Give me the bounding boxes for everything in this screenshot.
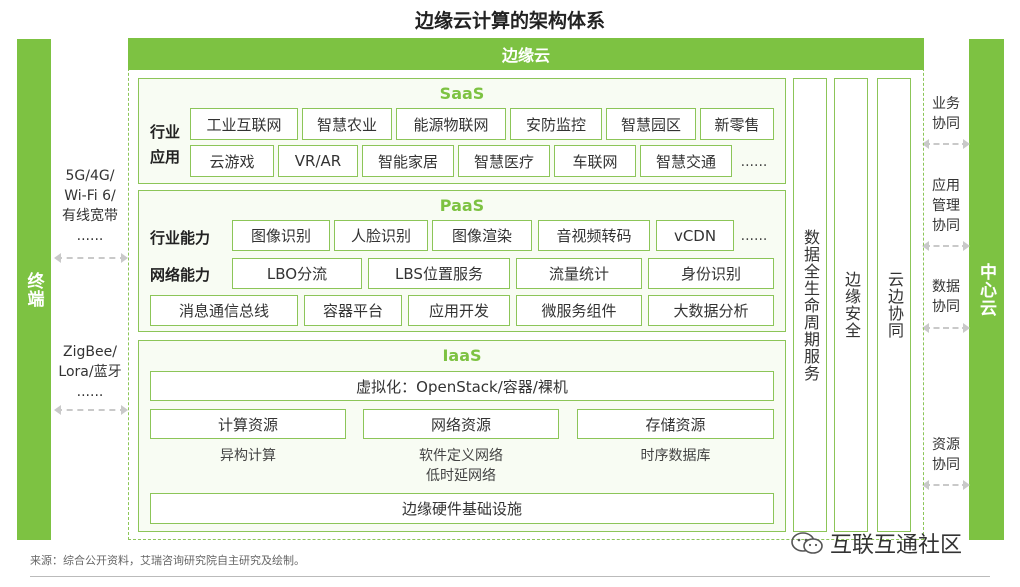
paas-item: 身份识别 — [648, 258, 774, 289]
collab-business: 业务 协同 — [932, 96, 960, 132]
saas-item: 云游戏 — [190, 145, 274, 177]
paas-ellipsis: ...... — [740, 228, 768, 244]
iaas-sub-compute: 异构计算 — [220, 448, 276, 464]
saas-item: 安防监控 — [510, 108, 602, 140]
iaas-title: IaaS — [442, 346, 482, 365]
iaas-resource: 计算资源 — [150, 409, 346, 439]
paas-item: LBO分流 — [232, 258, 362, 289]
source-note: 来源：综合公开资料，艾瑞咨询研究院自主研究及绘制。 — [30, 554, 305, 567]
paas-item: 图像识别 — [232, 220, 330, 251]
collab-app-management: 应用 管理 协同 — [932, 178, 960, 234]
saas-item: VR/AR — [278, 145, 358, 177]
iaas-sub-storage: 时序数据库 — [640, 448, 711, 464]
paas-item: 大数据分析 — [648, 295, 774, 326]
collab-arrow-3 — [922, 323, 970, 333]
data-lifecycle-service: 数据全生命周期服务 — [793, 78, 827, 532]
collab-arrow-2 — [922, 241, 970, 251]
saas-item: 智慧园区 — [606, 108, 696, 140]
saas-item: 新零售 — [700, 108, 774, 140]
collab-data: 数据 协同 — [932, 279, 960, 315]
watermark-text: 互联互通社区 — [830, 533, 963, 558]
saas-item: 能源物联网 — [396, 108, 506, 140]
edge-cloud-header: 边缘云 — [128, 38, 924, 70]
network-access-text: ZigBee/ — [63, 344, 117, 360]
central-cloud-label: 中心云 — [976, 262, 996, 317]
terminal-label: 终端 — [23, 271, 44, 308]
paas-network-label: 网络能力 — [150, 266, 211, 284]
iaas-sub-network: 软件定义网络 低时延网络 — [363, 446, 559, 486]
central-cloud-bar: 中心云 — [969, 39, 1004, 540]
paas-item: 流量统计 — [516, 258, 642, 289]
paas-item: 消息通信总线 — [150, 295, 298, 326]
iaas-resource: 存储资源 — [577, 409, 774, 439]
iaas-sub-network-line: 低时延网络 — [426, 468, 496, 484]
paas-item: 容器平台 — [304, 295, 402, 326]
iaas-virtualization: 虚拟化：OpenStack/容器/裸机 — [150, 371, 774, 401]
terminal-bar: 终端 — [17, 39, 51, 540]
saas-item: 智慧交通 — [640, 145, 732, 177]
network-access-group-1: 5G/4G/ Wi-Fi 6/ 有线宽带 ...... — [52, 166, 128, 246]
network-access-text: 有线宽带 — [62, 208, 118, 224]
paas-item: 微服务组件 — [516, 295, 642, 326]
terminal-arrow-1 — [54, 253, 128, 263]
edge-cloud-header-label: 边缘云 — [501, 46, 550, 65]
diagram-title: 边缘云计算的架构体系 — [414, 10, 605, 32]
cloud-edge-collaboration: 云边协同 — [877, 78, 911, 532]
paas-item: LBS位置服务 — [368, 258, 510, 289]
iaas-hardware: 边缘硬件基础设施 — [150, 493, 774, 524]
saas-ellipsis: ...... — [740, 154, 768, 170]
saas-item: 智慧医疗 — [458, 145, 550, 177]
edge-security: 边缘安全 — [834, 78, 868, 532]
wechat-icon — [790, 530, 824, 556]
paas-item: 人脸识别 — [334, 220, 428, 251]
collab-resource: 资源 协同 — [932, 437, 960, 473]
saas-title: SaaS — [439, 84, 485, 103]
collab-arrow-4 — [922, 480, 970, 490]
network-access-text: Wi-Fi 6/ — [64, 188, 116, 204]
watermark: 互联互通社区 — [790, 527, 962, 559]
saas-item: 智能家居 — [362, 145, 454, 177]
iaas-sub-network-line: 软件定义网络 — [419, 448, 503, 464]
paas-item: 音视频转码 — [538, 220, 650, 251]
paas-item: 应用开发 — [408, 295, 510, 326]
saas-item: 智慧农业 — [302, 108, 392, 140]
saas-item: 车联网 — [554, 145, 636, 177]
network-access-text: Lora/蓝牙 — [58, 364, 122, 380]
saas-row-label: 行业 应用 — [150, 123, 181, 166]
network-access-text: ...... — [76, 384, 104, 400]
saas-item: 工业互联网 — [190, 108, 298, 140]
paas-title: PaaS — [439, 196, 485, 215]
network-access-text: ...... — [76, 228, 104, 244]
iaas-resource: 网络资源 — [363, 409, 559, 439]
collab-arrow-1 — [922, 139, 970, 149]
network-access-group-2: ZigBee/ Lora/蓝牙 ...... — [52, 342, 128, 402]
paas-industry-label: 行业能力 — [150, 229, 211, 247]
network-access-text: 5G/4G/ — [65, 168, 115, 184]
terminal-arrow-2 — [54, 405, 128, 415]
paas-item: 图像渲染 — [432, 220, 532, 251]
paas-item: vCDN — [656, 220, 734, 251]
bottom-divider — [30, 576, 990, 577]
